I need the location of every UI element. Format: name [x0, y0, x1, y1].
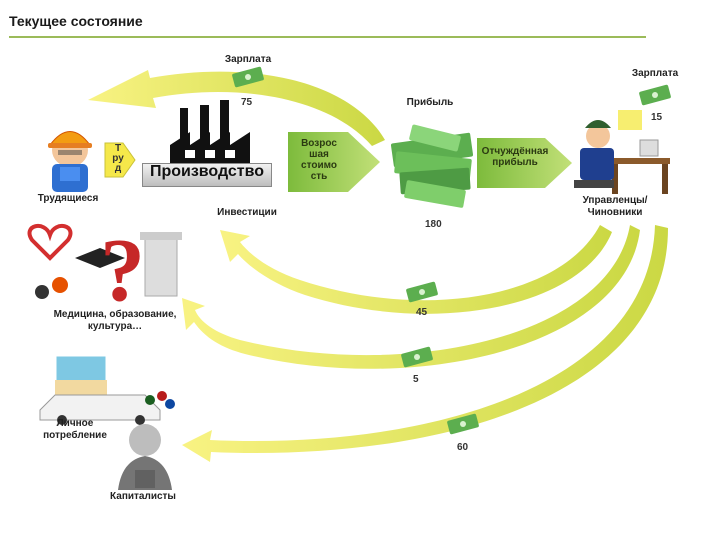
- limousine-icon: [39, 353, 175, 425]
- investments-value: 45: [416, 307, 428, 318]
- title-underline: [9, 36, 646, 38]
- added-value-label: Возрос шая стоимо сть: [301, 138, 337, 182]
- added-value-arrow: [288, 132, 380, 192]
- social-label: Медицина, образование, культура…: [53, 309, 177, 332]
- banknote-icon-salary-top: [232, 66, 264, 88]
- money-stack-icon: [390, 124, 474, 208]
- investments-arrow: [220, 225, 612, 314]
- banknote-icon-investments: [406, 281, 438, 303]
- salary-arrow-top: [88, 70, 385, 146]
- salary-top-label: Зарплата: [224, 54, 272, 65]
- question-mark-icon: ?: [100, 221, 145, 320]
- salary-right-label: Зарплата: [631, 68, 679, 79]
- social-arrow: [182, 225, 640, 369]
- salary-right-value: 15: [651, 112, 663, 123]
- worker-icon: [48, 131, 92, 192]
- page-title: Текущее состояние: [9, 13, 143, 29]
- factory-icon: [170, 100, 250, 170]
- personal-value: 60: [457, 442, 469, 453]
- production-label: Производство: [142, 163, 272, 187]
- salary-top-value: 75: [241, 97, 253, 108]
- banknote-icon-salary-right: [639, 84, 671, 106]
- managers-label: Управленцы/ Чиновники: [582, 195, 648, 218]
- labor-label: Т ру д: [112, 143, 124, 174]
- social-value: 5: [413, 374, 419, 385]
- banknote-icon-social: [401, 346, 433, 368]
- capitalists-label: Капиталисты: [110, 491, 176, 502]
- workers-label: Трудящиеся: [37, 193, 99, 204]
- profit-value: 180: [425, 219, 442, 230]
- alienated-profit-label: Отчуждённая прибыль: [481, 146, 549, 168]
- medicine-education-icon: [27, 224, 182, 299]
- alienated-profit-arrow: [477, 138, 572, 188]
- banknote-icon-personal: [447, 413, 479, 435]
- labor-arrow: [104, 142, 136, 178]
- manager-icon: [574, 110, 670, 194]
- personal-label: Личное потребление: [43, 418, 107, 441]
- capitalist-icon: [118, 424, 172, 490]
- svg-text:?: ?: [100, 221, 145, 320]
- profit-label: Прибыль: [406, 97, 454, 108]
- investments-label: Инвестиции: [217, 207, 277, 218]
